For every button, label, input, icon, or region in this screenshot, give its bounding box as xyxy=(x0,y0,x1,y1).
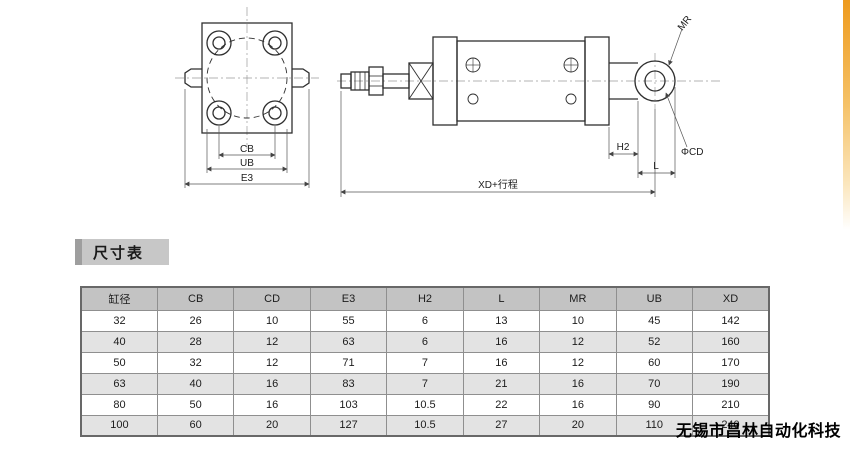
table-cell: 52 xyxy=(615,330,694,353)
table-cell: 10.5 xyxy=(386,393,464,416)
table-cell: 110 xyxy=(615,414,694,437)
table-cell: 16 xyxy=(539,393,617,416)
table-cell: 70 xyxy=(615,372,694,395)
table-cell: 60 xyxy=(156,414,235,437)
table-cell: 240 xyxy=(692,414,770,437)
dim-label-mr: MR xyxy=(676,14,694,33)
table-cell: 10.5 xyxy=(386,414,464,437)
table-cell: 55 xyxy=(309,309,388,332)
table-cell: 20 xyxy=(539,414,617,437)
table-cell: 12 xyxy=(233,351,311,374)
table-cell: 100 xyxy=(80,414,158,437)
table-cell: 10 xyxy=(539,309,617,332)
table-cell: 6 xyxy=(386,330,464,353)
table-cell: 190 xyxy=(692,372,770,395)
table-cell: 26 xyxy=(156,309,235,332)
table-cell: 50 xyxy=(156,393,235,416)
dim-label-e3: E3 xyxy=(241,173,254,184)
column-header: 缸径 xyxy=(80,286,158,311)
table-cell: 40 xyxy=(80,330,158,353)
table-cell: 6 xyxy=(386,309,464,332)
table-cell: 83 xyxy=(309,372,388,395)
table-cell: 7 xyxy=(386,372,464,395)
dim-label-l: L xyxy=(653,161,659,172)
section-title-dimension-table: 尺寸表 xyxy=(75,239,169,265)
table-cell: 16 xyxy=(233,372,311,395)
table-cell: 27 xyxy=(462,414,541,437)
table-cell: 210 xyxy=(692,393,770,416)
table-cell: 16 xyxy=(462,351,541,374)
column-header: CB xyxy=(156,286,235,311)
table-cell: 12 xyxy=(539,351,617,374)
table-cell: 21 xyxy=(462,372,541,395)
table-cell: 16 xyxy=(233,393,311,416)
side-view-drawing: MR H2 ΦCD L XD+行程 xyxy=(337,14,723,197)
table-cell: 7 xyxy=(386,351,464,374)
table-cell: 16 xyxy=(462,330,541,353)
column-header: CD xyxy=(233,286,311,311)
column-header: H2 xyxy=(386,286,464,311)
table-cell: 50 xyxy=(80,351,158,374)
column-header: XD xyxy=(692,286,770,311)
table-cell: 103 xyxy=(309,393,388,416)
table-cell: 160 xyxy=(692,330,770,353)
table-cell: 45 xyxy=(615,309,694,332)
table-cell: 20 xyxy=(233,414,311,437)
dim-label-ub: UB xyxy=(240,158,254,169)
end-view-drawing: CB UB E3 xyxy=(175,7,319,188)
column-header: L xyxy=(462,286,541,311)
table-cell: 142 xyxy=(692,309,770,332)
table-cell: 63 xyxy=(309,330,388,353)
table-cell: 71 xyxy=(309,351,388,374)
table-cell: 10 xyxy=(233,309,311,332)
column-header: E3 xyxy=(309,286,388,311)
page-edge-accent xyxy=(843,0,850,230)
table-cell: 40 xyxy=(156,372,235,395)
dim-label-cb: CB xyxy=(240,144,254,155)
table-cell: 28 xyxy=(156,330,235,353)
table-cell: 63 xyxy=(80,372,158,395)
dim-label-cd: ΦCD xyxy=(681,147,703,158)
table-cell: 12 xyxy=(233,330,311,353)
dim-label-xd-stroke: XD+行程 xyxy=(478,178,518,191)
company-watermark: 无锡市昌林自动化科技 xyxy=(676,423,842,440)
table-cell: 80 xyxy=(80,393,158,416)
table-cell: 13 xyxy=(462,309,541,332)
table-cell: 32 xyxy=(156,351,235,374)
section-title-text: 尺寸表 xyxy=(93,244,145,262)
table-cell: 22 xyxy=(462,393,541,416)
table-cell: 12 xyxy=(539,330,617,353)
table-cell: 32 xyxy=(80,309,158,332)
table-cell: 90 xyxy=(615,393,694,416)
column-header: UB xyxy=(615,286,694,311)
table-cell: 60 xyxy=(615,351,694,374)
column-header: MR xyxy=(539,286,617,311)
table-cell: 127 xyxy=(309,414,388,437)
table-cell: 170 xyxy=(692,351,770,374)
table-cell: 16 xyxy=(539,372,617,395)
dim-label-h2: H2 xyxy=(617,142,630,153)
section-label-accent-bar xyxy=(75,239,82,265)
